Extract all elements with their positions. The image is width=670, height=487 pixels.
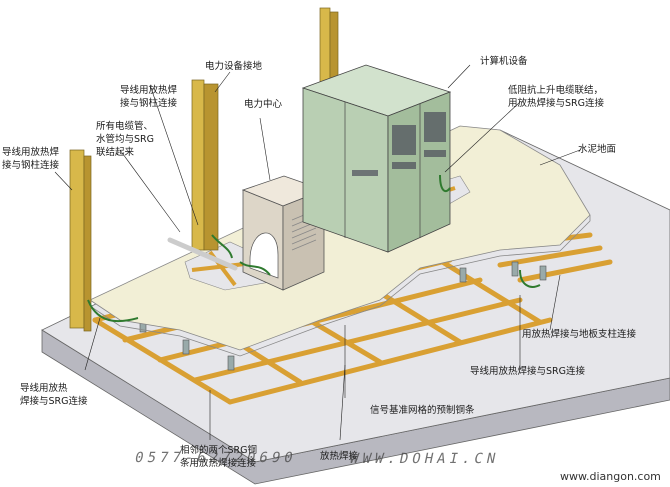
label-adjacent-srg-strips: 相邻的两个SRG铜 条用放热焊接连接 — [180, 445, 257, 469]
label-power-center: 电力中心 — [244, 99, 283, 110]
watermark-site: WWW.DOHAI.CN — [348, 451, 501, 467]
label-all-pipes-bonded: 所有电缆管、 水管均与SRG 联结起来 — [96, 121, 154, 158]
label-power-equipment-ground: 电力设备接地 — [205, 61, 263, 72]
raised-floor-edge — [89, 215, 591, 357]
label-low-impedance-riser: 低阻抗上升电缆联结， 用放热焊接与SRG连接 — [508, 85, 604, 109]
ground-wires — [87, 174, 541, 323]
label-conductor-srg-left: 导线用放热 焊接与SRG连接 — [20, 383, 88, 407]
leader-lines — [54, 64, 581, 441]
label-support-column-weld: 用放热焊接与地板支柱连接 — [522, 329, 637, 340]
watermark-phone: 0577-62720690 — [133, 450, 299, 466]
label-conductor-to-steel-upper: 导线用放热焊 接与钢柱连接 — [120, 85, 178, 109]
label-computer-equipment: 计算机设备 — [480, 56, 528, 67]
label-exothermic-weld: 放热焊接 — [320, 451, 359, 462]
steel-column-center — [191, 79, 219, 251]
computer-cabinets — [301, 64, 452, 253]
steel-column-left — [69, 149, 92, 332]
label-conductor-to-steel-left: 导线用放热焊 接与钢柱连接 — [2, 147, 60, 171]
watermark-corner: www.diangon.com — [560, 470, 661, 483]
label-cement-floor: 水泥地面 — [578, 144, 617, 155]
raised-floor — [89, 125, 591, 351]
label-prefab-copper-strip: 信号基准网格的预制铜条 — [370, 405, 475, 416]
label-conductor-srg-right: 导线用放热焊接与SRG连接 — [470, 366, 585, 377]
cable-pipe — [167, 237, 238, 271]
